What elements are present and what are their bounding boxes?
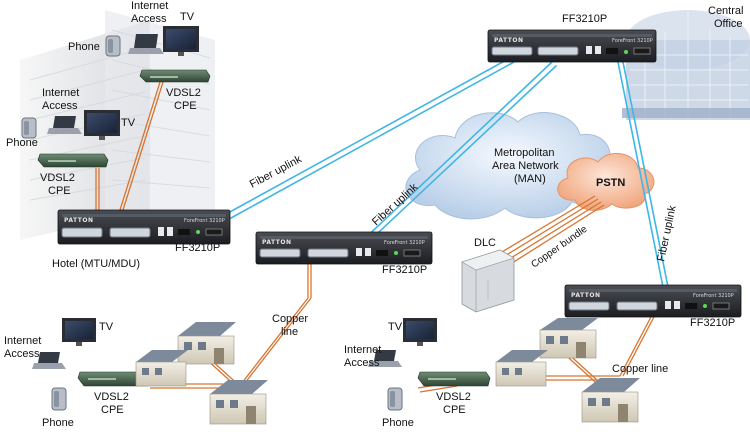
dlc-label: DLC: [474, 237, 496, 249]
svg-text:PATTON: PATTON: [494, 37, 523, 44]
internet-access-label-line2: Access: [344, 357, 380, 369]
fiber-uplink-label-mid: Fiber uplink: [370, 181, 421, 228]
dlc-cabinet: [461, 249, 515, 313]
man-label-line2: Area Network: [492, 160, 559, 172]
internet-access-label-line1: Internet: [131, 0, 168, 12]
central-office-label-line1: Central: [708, 5, 743, 17]
fiber-uplinks: [227, 57, 670, 293]
phone-icon: [51, 387, 67, 411]
ff3210p-label-right: FF3210P: [690, 317, 735, 329]
vdsl2-cpe-hotel[interactable]: [37, 153, 109, 168]
phone-icon: [105, 35, 121, 57]
vdsl2-cpe-label-line1: VDSL2: [94, 391, 129, 403]
svg-text:PATTON: PATTON: [64, 217, 93, 224]
house-icon: [539, 318, 598, 359]
ff3210p-label-central: FF3210P: [562, 13, 607, 25]
phone-label: Phone: [42, 417, 74, 429]
phone-label: Phone: [68, 41, 100, 53]
phone-icon: [387, 387, 403, 411]
tv-label: TV: [180, 11, 195, 23]
ff3210p-mid[interactable]: PATTON ForeFront 3210P: [255, 231, 433, 265]
laptop-icon: [32, 352, 66, 369]
vdsl2-cpe-label-line2: CPE: [443, 404, 466, 416]
ff3210p-central-office[interactable]: PATTON ForeFront 3210P: [487, 29, 657, 63]
phone-label: Phone: [6, 137, 38, 149]
laptop-icon: [368, 350, 402, 367]
tv-icon: [84, 110, 120, 140]
house-icon: [177, 322, 236, 365]
copper-line-label-left-line1: Copper: [272, 313, 308, 325]
tv-label: TV: [121, 117, 136, 129]
copper-lines: [95, 81, 656, 393]
tv-label: TV: [388, 321, 403, 333]
laptop-icon: [128, 34, 164, 54]
svg-text:PATTON: PATTON: [262, 239, 291, 246]
svg-text:ForeFront 3210P: ForeFront 3210P: [693, 293, 734, 299]
vdsl2-cpe-top[interactable]: [139, 69, 211, 83]
man-label-line3: (MAN): [514, 173, 546, 185]
internet-access-label-line1: Internet: [42, 87, 79, 99]
svg-text:PATTON: PATTON: [571, 292, 600, 299]
ff3210p-label-mid: FF3210P: [382, 264, 427, 276]
laptop-icon: [47, 116, 82, 134]
vdsl2-cpe-label-line1: VDSL2: [436, 391, 471, 403]
internet-access-label-line2: Access: [4, 348, 40, 360]
tv-icon: [163, 26, 199, 56]
fiber-uplink-label-left: Fiber uplink: [248, 153, 304, 191]
ff3210p-hotel[interactable]: PATTON ForeFront 3210P: [57, 209, 231, 245]
pstn-cloud: [557, 153, 655, 211]
vdsl2-cpe-label-line1: VDSL2: [40, 172, 75, 184]
vdsl2-cpe-label-line1: VDSL2: [166, 87, 201, 99]
copper-line-label-left-line2: line: [281, 326, 298, 338]
svg-text:ForeFront 3210P: ForeFront 3210P: [184, 218, 225, 224]
ff3210p-right[interactable]: PATTON ForeFront 3210P: [564, 284, 742, 318]
hotel-label: Hotel (MTU/MDU): [52, 258, 140, 270]
man-label-line1: Metropolitan: [494, 147, 555, 159]
house-icon: [135, 350, 188, 387]
phone-icon: [21, 117, 37, 139]
fiber-uplink-label-right: Fiber uplink: [655, 204, 679, 263]
tv-icon: [62, 318, 96, 346]
copper-line-label-right: Copper line: [612, 363, 668, 375]
house-icon: [209, 380, 268, 425]
phone-label: Phone: [382, 417, 414, 429]
internet-access-label-line1: Internet: [4, 335, 41, 347]
internet-access-label-line2: Access: [42, 100, 78, 112]
svg-text:ForeFront 3210P: ForeFront 3210P: [612, 38, 653, 44]
pstn-label: PSTN: [596, 177, 625, 189]
svg-text:ForeFront 3210P: ForeFront 3210P: [384, 240, 425, 246]
vdsl2-cpe-bottom-right[interactable]: [417, 371, 491, 387]
tv-icon: [403, 318, 437, 346]
internet-access-label-line1: Internet: [344, 344, 381, 356]
tv-label: TV: [99, 321, 114, 333]
ff3210p-label-hotel: FF3210P: [175, 242, 220, 254]
internet-access-label-line2: Access: [131, 13, 167, 25]
house-icon: [581, 378, 640, 423]
house-icon: [495, 350, 548, 387]
vdsl2-cpe-label-line2: CPE: [174, 100, 197, 112]
vdsl2-cpe-label-line2: CPE: [101, 404, 124, 416]
central-office-label-line2: Office: [714, 18, 743, 30]
vdsl2-cpe-label-line2: CPE: [48, 185, 71, 197]
